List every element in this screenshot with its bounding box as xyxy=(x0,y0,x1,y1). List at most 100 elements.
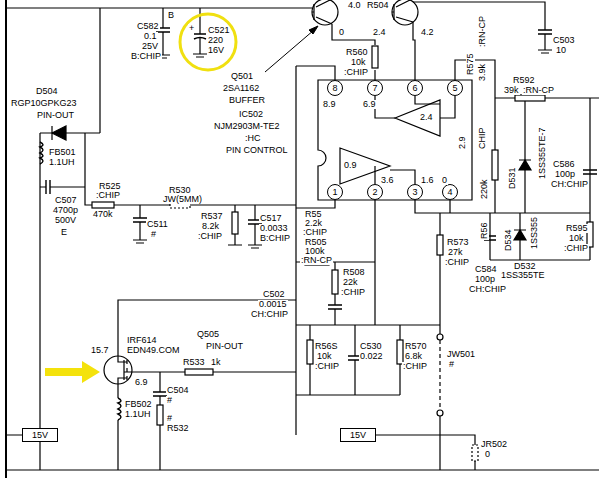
part-label: # xyxy=(166,396,173,405)
transistor-symbol xyxy=(104,356,132,384)
part-label: FB501 xyxy=(48,148,77,157)
component-symbol xyxy=(372,46,378,68)
part-label: C511 xyxy=(146,220,169,229)
ic-pin: 5 xyxy=(447,80,463,96)
part-label: # xyxy=(150,230,157,239)
component-symbol xyxy=(185,369,213,375)
highlight-arrow xyxy=(45,361,100,383)
part-label: C507 xyxy=(54,196,78,205)
part-label: 0.1 xyxy=(143,32,158,41)
part-label: 4.0 xyxy=(347,1,362,10)
part-label: 0 xyxy=(338,28,345,37)
supply-box: 15V xyxy=(22,428,58,442)
part-label: :CHIP xyxy=(95,191,121,200)
part-label: 10k xyxy=(350,58,367,67)
wire xyxy=(296,200,440,325)
part-label: R505 xyxy=(304,238,328,247)
wire xyxy=(85,66,296,435)
component-symbol xyxy=(307,340,313,364)
part-label: 10k xyxy=(568,234,585,243)
part-label: :HC xyxy=(244,134,262,143)
part-label: 10 xyxy=(555,46,567,55)
part-label: C504 xyxy=(166,386,190,395)
part-label: D531 xyxy=(508,166,517,190)
component-symbol xyxy=(472,445,478,461)
part-label: # xyxy=(448,360,455,369)
ic-outline xyxy=(318,80,472,200)
part-label: 470k xyxy=(92,210,114,219)
part-label: C517 xyxy=(259,214,283,223)
part-label: :CHIP xyxy=(197,232,223,241)
part-label: 16V xyxy=(208,46,224,55)
part-label: EDN49.COM xyxy=(126,346,181,355)
part-label: 10k xyxy=(316,352,333,361)
ic-pin: 1 xyxy=(327,184,343,200)
part-label: 15V xyxy=(32,431,48,440)
part-label: :RN-CP xyxy=(522,86,555,95)
ic-pin: 8 xyxy=(327,80,343,96)
component-symbol xyxy=(437,235,443,255)
part-label: 1.1UH xyxy=(124,410,152,419)
pin-number: 6 xyxy=(412,84,417,93)
circle-outline xyxy=(180,14,236,70)
part-label: 0.0033 xyxy=(259,224,289,233)
part-label: 2.9 xyxy=(458,135,467,150)
component-symbol xyxy=(232,212,238,234)
part-label: :CHIP xyxy=(340,288,366,297)
wire xyxy=(6,0,599,478)
part-label: R525 xyxy=(98,182,122,191)
part-label: 100p xyxy=(554,170,576,179)
component-symbol xyxy=(92,46,593,461)
transistor-symbol xyxy=(312,0,338,25)
part-label: C584 xyxy=(474,265,498,274)
part-label: 220 xyxy=(208,36,223,45)
part-label: C530 xyxy=(359,342,383,351)
part-label: 1.1UH xyxy=(48,158,76,167)
part-label: 0 xyxy=(441,176,448,185)
part-label: C502 xyxy=(262,290,286,299)
leader-arrow xyxy=(265,26,318,72)
component-symbol xyxy=(492,150,498,180)
ic-outline xyxy=(335,96,455,190)
part-label: NJM2903M-TE2 xyxy=(213,122,281,131)
diode-symbol xyxy=(514,230,526,240)
wire xyxy=(439,340,440,410)
part-label: 0.0015 xyxy=(258,300,288,309)
pin-number: 2 xyxy=(372,188,377,197)
part-label: 1SS355TE-7 xyxy=(538,126,547,180)
capacitor-plate xyxy=(46,28,597,396)
part-label: JW(5MM) xyxy=(162,195,203,204)
part-label: 6.9 xyxy=(134,378,149,387)
wire xyxy=(6,8,599,470)
ic-pin: 4 xyxy=(442,184,458,200)
part-label: 4700p xyxy=(52,206,79,215)
part-label: 0.022 xyxy=(359,352,384,361)
part-label: IC502 xyxy=(238,110,264,119)
ic-pin: 7 xyxy=(367,80,383,96)
wire xyxy=(413,2,552,53)
part-label: 3.9k xyxy=(478,63,487,82)
part-label: R595 xyxy=(565,224,589,233)
part-label: B:CHIP xyxy=(130,52,162,61)
wire xyxy=(296,22,495,213)
part-label: Q501 xyxy=(230,72,254,81)
ic-outline xyxy=(395,100,440,136)
part-label: C582 xyxy=(136,22,160,31)
part-label: R504 xyxy=(366,1,390,10)
wire xyxy=(5,0,7,478)
component-symbol xyxy=(397,340,403,364)
ic-outline xyxy=(318,80,472,200)
part-label: R573 xyxy=(446,238,470,247)
component-symbol xyxy=(332,270,338,294)
part-label: 0.9 xyxy=(343,161,358,170)
part-label: 15V xyxy=(350,431,366,440)
part-label: :RN-CP xyxy=(478,15,487,48)
part-label: :CHIP xyxy=(563,244,589,253)
part-label: CH:CHIP xyxy=(468,285,507,294)
part-label: 22k xyxy=(342,278,359,287)
part-label: 100k xyxy=(304,247,326,256)
part-label: JR502 xyxy=(480,440,508,449)
part-label: JW501 xyxy=(446,350,476,359)
part-label: CHIP xyxy=(478,126,487,150)
